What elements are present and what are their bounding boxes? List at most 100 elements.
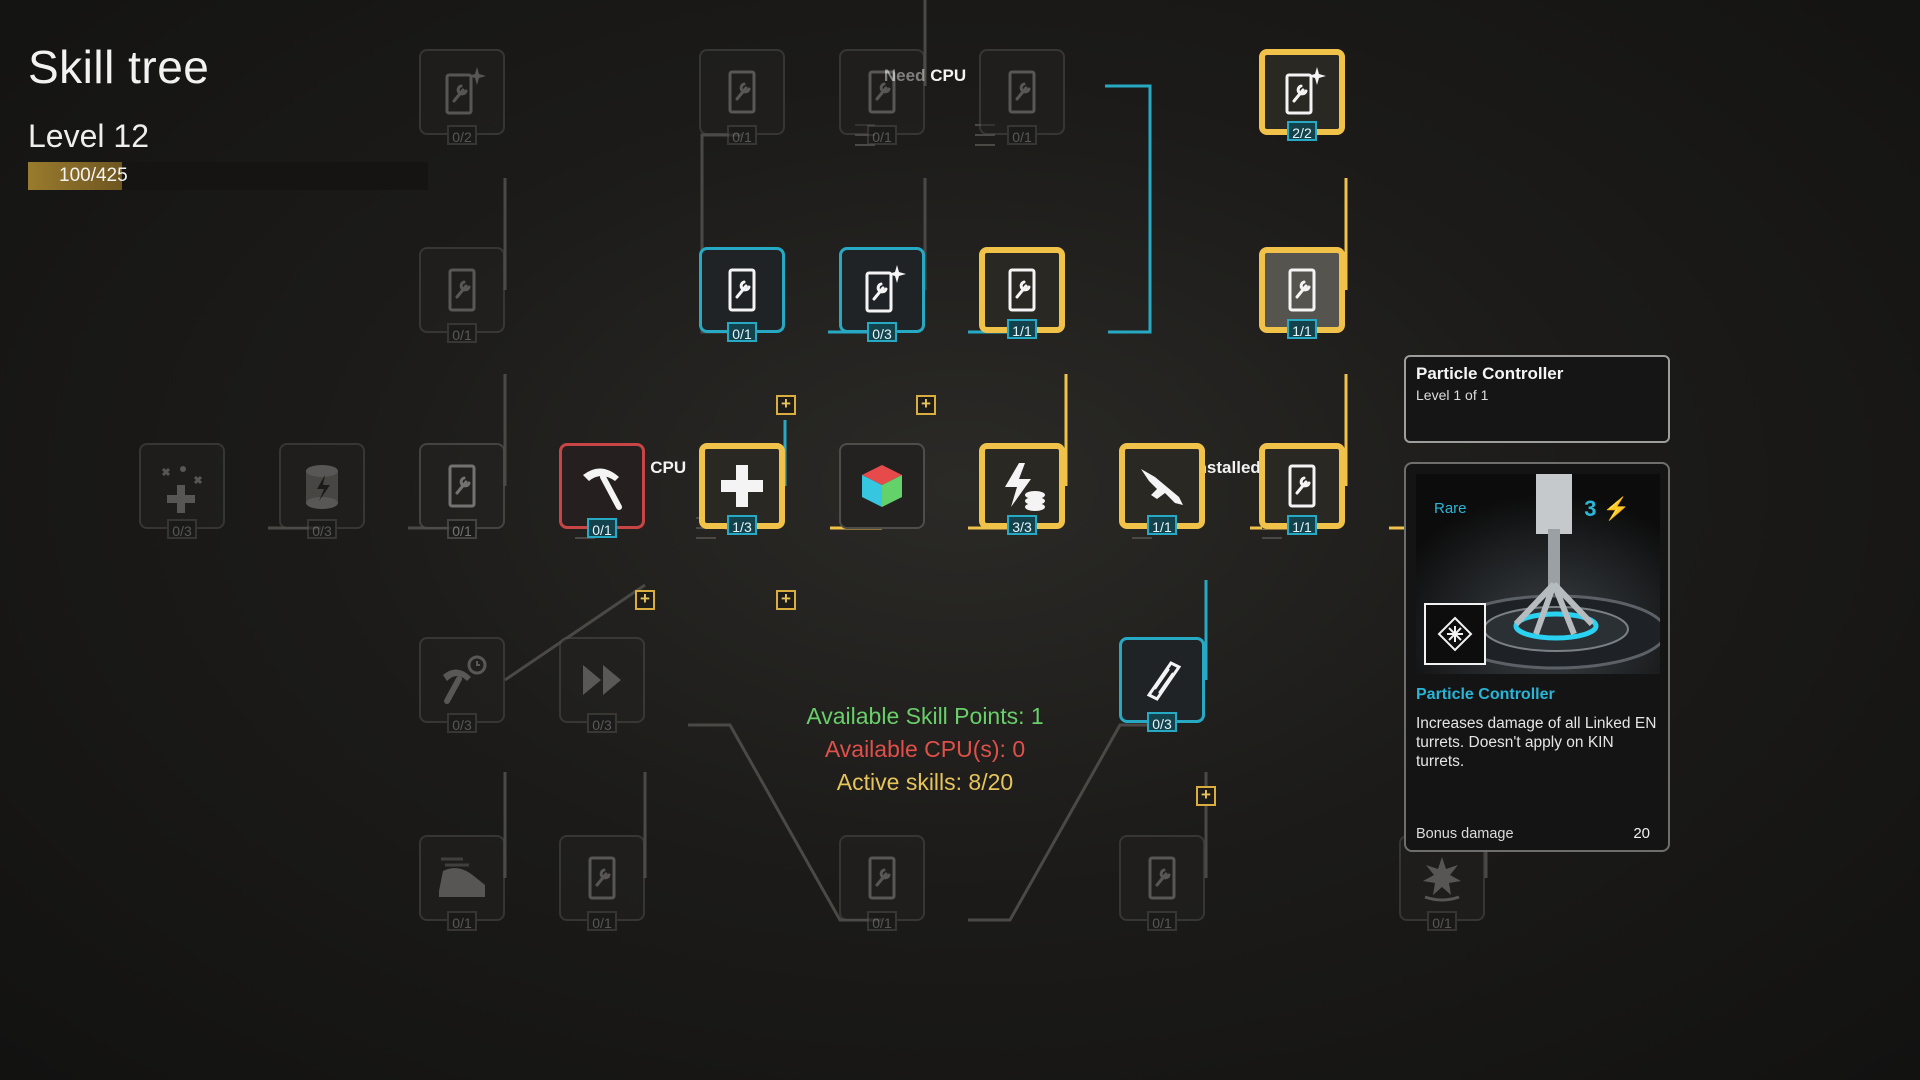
skill-node-l3[interactable]: 0/3 bbox=[1119, 637, 1205, 732]
skill-node-e3[interactable]: 0/1 bbox=[839, 835, 925, 931]
skill-tooltip: Particle Controller Level 1 of 1 bbox=[1404, 355, 1670, 443]
skill-points-text: Available Skill Points: 1 bbox=[806, 703, 1044, 729]
mining-pick-icon bbox=[583, 468, 622, 510]
skill-node-b3[interactable]: 0/1 bbox=[979, 49, 1065, 145]
skill-node-count: 0/1 bbox=[727, 125, 757, 145]
lightning-icon: ⚡ bbox=[1602, 496, 1630, 521]
xp-bar: 100/425 bbox=[28, 162, 428, 190]
skill-node-m8[interactable]: 1/1 bbox=[1119, 443, 1205, 535]
skill-node-count: 0/1 bbox=[1427, 911, 1457, 931]
wrench-card-icon bbox=[1148, 856, 1176, 900]
skill-node-m6[interactable] bbox=[839, 443, 925, 529]
skill-node-a1[interactable]: 0/2 bbox=[419, 49, 505, 145]
skill-node-count: 2/2 bbox=[1287, 121, 1317, 141]
wrench-card-icon bbox=[448, 268, 476, 312]
skill-artwork: Rare 3 ⚡ bbox=[1416, 474, 1660, 674]
tooltip-skill-level: Level 1 of 1 bbox=[1416, 387, 1489, 403]
skill-node-e2[interactable]: 0/1 bbox=[559, 835, 645, 931]
skill-node-count: 0/1 bbox=[447, 519, 477, 539]
burst-shield-icon bbox=[1423, 857, 1461, 902]
cpu-cube-icon bbox=[862, 465, 902, 507]
skill-node-m1[interactable]: 0/3 bbox=[139, 443, 225, 539]
card-skill-name: Particle Controller bbox=[1416, 686, 1555, 703]
add-point-button[interactable]: + bbox=[776, 395, 796, 415]
wrench-card-icon bbox=[1288, 268, 1316, 312]
wrench-card-icon bbox=[448, 464, 476, 508]
skill-node-c2[interactable]: 0/3 bbox=[839, 247, 925, 342]
energy-cost-value: 3 bbox=[1584, 496, 1597, 521]
add-point-button[interactable]: + bbox=[1196, 786, 1216, 806]
skill-node-count: 0/1 bbox=[1007, 125, 1037, 145]
wrench-sparkle-icon bbox=[1285, 67, 1326, 115]
skill-detail-card: Rare 3 ⚡ Particle Controller Increases d… bbox=[1404, 462, 1670, 852]
skill-node-count: 0/1 bbox=[447, 323, 477, 343]
skill-node-count: 0/1 bbox=[727, 322, 757, 342]
skill-node-count: 0/3 bbox=[587, 713, 617, 733]
skill-node-m9[interactable]: 1/1 bbox=[1259, 443, 1345, 535]
skill-node-count: 0/3 bbox=[167, 519, 197, 539]
add-point-button[interactable]: + bbox=[776, 590, 796, 610]
fast-forward-icon bbox=[583, 665, 621, 695]
skill-node-m4[interactable]: 0/1 bbox=[559, 443, 645, 538]
skill-node-l1[interactable]: 0/3 bbox=[419, 637, 505, 733]
skill-node-count: 0/1 bbox=[1147, 911, 1177, 931]
skill-node-count: 1/3 bbox=[727, 515, 757, 535]
skill-node-count: 1/1 bbox=[1287, 515, 1317, 535]
bonus-label: Bonus damage bbox=[1416, 826, 1514, 842]
energy-coins-icon bbox=[1005, 463, 1045, 511]
skill-node-count: 0/1 bbox=[867, 911, 897, 931]
health-plus-icon bbox=[721, 465, 763, 507]
wrench-card-icon bbox=[728, 70, 756, 114]
skill-node-b1[interactable]: 0/1 bbox=[699, 49, 785, 145]
wrench-card-icon bbox=[1008, 268, 1036, 312]
skill-node-count: 3/3 bbox=[1007, 515, 1037, 535]
skill-node-a2[interactable]: 0/1 bbox=[419, 247, 505, 343]
skill-node-count: 0/1 bbox=[587, 911, 617, 931]
particle-controller-art bbox=[1416, 474, 1660, 674]
energy-cost: 3 ⚡ bbox=[1584, 496, 1630, 522]
speed-boot-icon bbox=[439, 857, 485, 897]
add-point-button[interactable]: + bbox=[635, 590, 655, 610]
skill-node-e4[interactable]: 0/1 bbox=[1119, 835, 1205, 931]
skill-node-count: 0/2 bbox=[447, 125, 477, 145]
skill-node-c3[interactable]: 1/1 bbox=[979, 247, 1065, 339]
skill-node-count: 0/1 bbox=[867, 125, 897, 145]
skill-node-m5[interactable]: 1/3 bbox=[699, 443, 785, 535]
skill-stats: Available Skill Points: 1 Available CPU(… bbox=[806, 700, 1043, 799]
card-description: Increases damage of all Linked EN turret… bbox=[1416, 715, 1657, 770]
skill-node-d2[interactable]: 1/1 bbox=[1259, 247, 1345, 339]
sparkle-cross-icon bbox=[161, 466, 203, 513]
skill-node-count: 1/1 bbox=[1147, 515, 1177, 535]
xp-bar-fill bbox=[28, 162, 123, 190]
ammo-clip-icon bbox=[1146, 661, 1182, 701]
energy-barrel-icon bbox=[306, 465, 338, 509]
skill-node-count: 0/3 bbox=[1147, 712, 1177, 732]
skill-node-count: 0/1 bbox=[447, 911, 477, 931]
tooltip-skill-name: Particle Controller bbox=[1416, 364, 1564, 383]
skill-node-l2[interactable]: 0/3 bbox=[559, 637, 645, 733]
wrench-card-icon bbox=[868, 70, 896, 114]
skill-node-count: 0/3 bbox=[867, 322, 897, 342]
player-level: Level 12 bbox=[28, 118, 149, 154]
bonus-value: 20 bbox=[1633, 825, 1650, 842]
skill-node-count: 0/3 bbox=[307, 519, 337, 539]
wrench-sparkle-icon bbox=[865, 265, 906, 313]
wrench-sparkle-icon bbox=[445, 67, 486, 115]
skill-node-m2[interactable]: 0/3 bbox=[279, 443, 365, 539]
rifle-icon bbox=[1141, 469, 1183, 505]
xp-text: 100/425 bbox=[59, 165, 128, 186]
skill-node-b2[interactable]: 0/1 bbox=[839, 49, 925, 145]
skill-node-e1[interactable]: 0/1 bbox=[419, 835, 505, 931]
wrench-card-icon bbox=[1008, 70, 1036, 114]
skill-node-count: 0/3 bbox=[447, 713, 477, 733]
skill-node-count: 1/1 bbox=[1287, 319, 1317, 339]
wrench-card-icon bbox=[1288, 464, 1316, 508]
skill-node-m3[interactable]: 0/1 bbox=[419, 443, 505, 539]
wrench-card-icon bbox=[588, 856, 616, 900]
cpus-text: Available CPU(s): 0 bbox=[824, 736, 1026, 762]
skill-node-m7[interactable]: 3/3 bbox=[979, 443, 1065, 535]
active-skills-text: Active skills: 8/20 bbox=[836, 769, 1014, 795]
add-point-button[interactable]: + bbox=[916, 395, 936, 415]
skill-node-c1[interactable]: 0/1 bbox=[699, 247, 785, 342]
skill-node-d1[interactable]: 2/2 bbox=[1259, 49, 1345, 141]
